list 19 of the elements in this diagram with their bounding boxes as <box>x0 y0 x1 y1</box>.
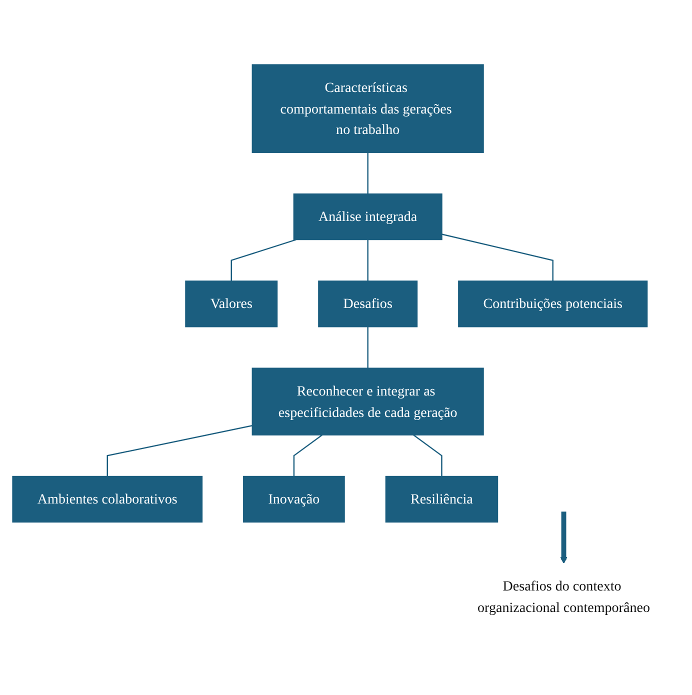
connector <box>367 240 368 281</box>
connector <box>293 434 323 476</box>
connector <box>413 434 442 476</box>
node-box: Características comportamentais das gerações no trabalho <box>252 64 484 153</box>
connector <box>106 425 252 476</box>
connector <box>442 234 554 281</box>
node-box: Reconhecer e integrar as especificidades de cada geração <box>252 368 484 436</box>
arrow <box>560 512 568 564</box>
node-box: Desafios <box>318 280 418 328</box>
connector <box>367 326 368 368</box>
node-box: Análise integrada <box>293 193 442 240</box>
node-box: Valores <box>185 280 278 328</box>
node-box: Ambientes colaborativos <box>12 476 203 523</box>
node-box: Inovação <box>243 476 345 523</box>
connector <box>367 152 368 194</box>
node-box: Resiliência <box>385 476 498 523</box>
node-text: Desafios do contexto organizacional contemporâneo <box>478 578 650 616</box>
connector <box>230 239 296 281</box>
node-box: Contribuições potenciais <box>458 280 648 328</box>
